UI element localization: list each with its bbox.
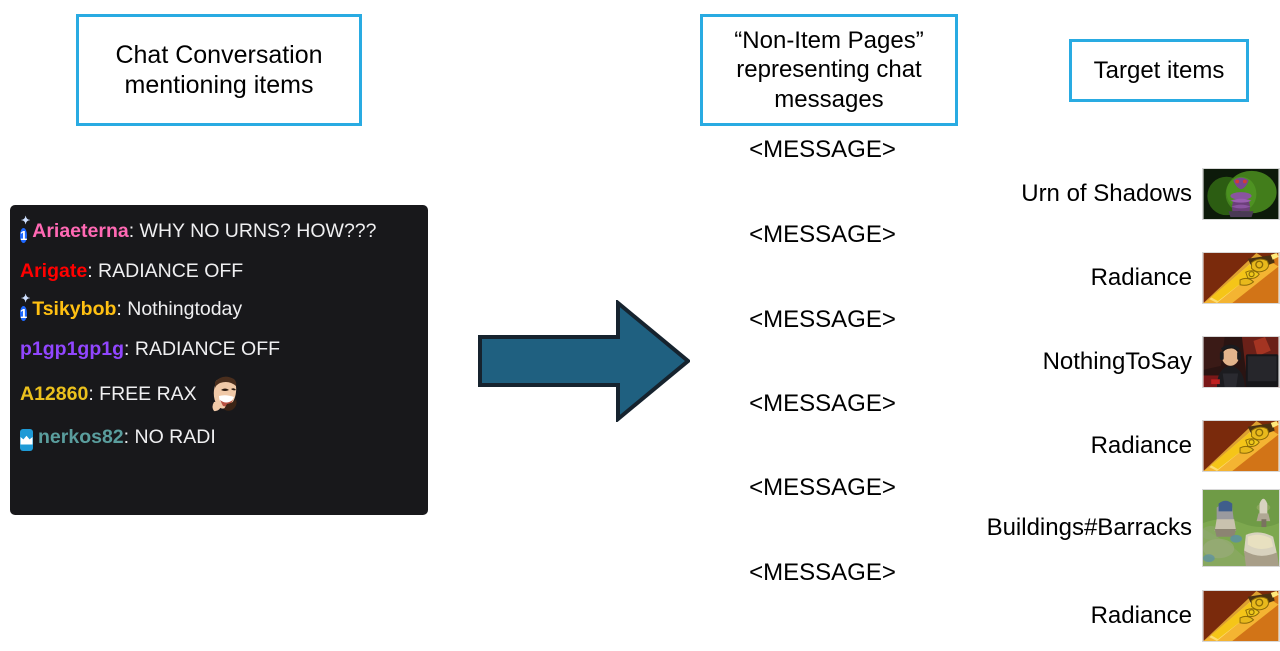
bearded-man-laughing-emote-icon <box>202 372 245 415</box>
message-page-label: <MESSAGE> <box>749 559 896 586</box>
chat-colon: : <box>124 337 135 360</box>
chat-message-text: NO RADI <box>134 426 216 449</box>
message-page-label: <MESSAGE> <box>749 221 896 248</box>
chat-panel: 1✦Ariaeterna: WHY NO URNS? HOW???Arigate… <box>10 205 428 515</box>
chat-username[interactable]: p1gp1gp1g <box>20 337 125 360</box>
chat-message: nerkos82: NO RADI <box>20 423 418 454</box>
target-item-row: Radiance <box>1091 252 1280 304</box>
target-item-label: Radiance <box>1090 432 1192 459</box>
chat-message-text: FREE RAX <box>99 383 197 406</box>
chat-colon: : <box>123 426 135 449</box>
message-page-label: <MESSAGE> <box>749 474 896 501</box>
target-item-row: Radiance <box>1091 590 1280 642</box>
subscriber-1-badge-icon: 1✦ <box>20 292 31 321</box>
message-page-label: <MESSAGE> <box>749 306 896 333</box>
chat-username[interactable]: A12860 <box>20 383 89 406</box>
chat-colon: : <box>128 220 140 242</box>
chat-message: 1✦Ariaeterna: WHY NO URNS? HOW??? <box>20 215 418 248</box>
target-item-label: Urn of Shadows <box>1021 180 1192 207</box>
chat-message-text: Nothingtoday <box>127 297 243 320</box>
chat-message: 1✦Tsikybob: Nothingtoday <box>20 292 418 326</box>
target-item-label: NothingToSay <box>1042 348 1192 375</box>
chat-colon: : <box>88 383 100 406</box>
target-item-label: Radiance <box>1090 264 1192 291</box>
chat-colon: : <box>87 260 99 283</box>
urn-of-shadows-thumbnail-icon <box>1202 168 1280 220</box>
target-item-label: Radiance <box>1090 602 1192 629</box>
chat-message: p1gp1gp1g: RADIANCE OFF <box>20 335 418 363</box>
message-page-label: <MESSAGE> <box>749 390 896 417</box>
right-arrow-icon <box>478 298 692 424</box>
header-box-non-item-pages: “Non-Item Pages” representing chat messa… <box>700 14 958 126</box>
chat-message-text: RADIANCE OFF <box>98 260 244 283</box>
radiance-thumbnail-icon <box>1202 420 1280 472</box>
target-item-row: NothingToSay <box>1043 336 1280 388</box>
chat-message: Arigate: RADIANCE OFF <box>20 257 418 285</box>
header-box-chat-conversation: Chat Conversation mentioning items <box>76 14 362 126</box>
chat-message-text: RADIANCE OFF <box>134 337 281 360</box>
target-item-row: Urn of Shadows <box>1021 168 1280 220</box>
chat-username[interactable]: nerkos82 <box>38 426 124 449</box>
target-item-row: Buildings#Barracks <box>987 489 1280 567</box>
target-item-label: Buildings#Barracks <box>986 514 1192 541</box>
chat-username[interactable]: Ariaeterna <box>32 220 129 242</box>
radiance-thumbnail-icon <box>1202 590 1280 642</box>
chat-message: A12860: FREE RAX <box>20 372 418 415</box>
moderator-crown-badge-icon <box>20 426 33 454</box>
target-item-row: Radiance <box>1091 420 1280 472</box>
barracks-thumbnail-icon <box>1202 489 1280 567</box>
nothingtosay-player-photo-icon <box>1202 336 1280 388</box>
subscriber-1-badge-icon: 1✦ <box>20 215 31 243</box>
chat-username[interactable]: Arigate <box>20 260 88 283</box>
radiance-thumbnail-icon <box>1202 252 1280 304</box>
chat-message-text: WHY NO URNS? HOW??? <box>139 220 377 242</box>
chat-colon: : <box>116 297 128 320</box>
header-box-target-items: Target items <box>1069 39 1249 102</box>
chat-username[interactable]: Tsikybob <box>32 297 117 320</box>
message-page-label: <MESSAGE> <box>749 136 896 163</box>
